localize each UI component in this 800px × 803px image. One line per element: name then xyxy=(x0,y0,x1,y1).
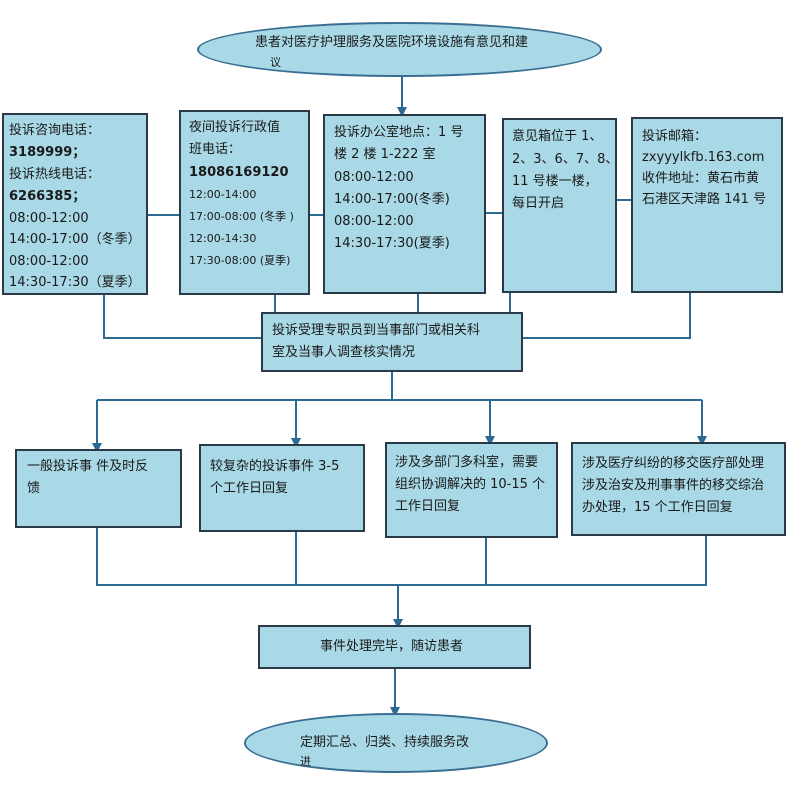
end-text-line2: 进 xyxy=(300,755,311,768)
followup-text: 事件处理完毕，随访患者 xyxy=(320,639,464,654)
postal-address: 石港区天津路 141 号 xyxy=(642,192,767,207)
night-number: 18086169120 xyxy=(189,165,289,180)
start-text-line2: 议 xyxy=(270,56,281,69)
postal-label: 收件地址：黄石市黄 xyxy=(642,171,760,186)
office-location-2: 楼 2 楼 1-222 室 xyxy=(334,147,436,162)
phone-hours-3: 08:00-12:00 xyxy=(9,254,89,269)
outcome-complex-line-1: 较复杂的投诉事件 3-5 xyxy=(210,459,340,474)
night-label-1: 夜间投诉行政值 xyxy=(189,120,281,135)
end-text-line1: 定期汇总、归类、持续服务改 xyxy=(300,735,470,750)
hotline-number: 6266385； xyxy=(9,189,86,204)
phone-hours-2: 14:00-17:00（冬季） xyxy=(9,232,141,247)
outcome-general-line-1: 一般投诉事 件及时反 xyxy=(27,459,149,474)
night-hours-4: 17:30-08:00 (夏季) xyxy=(189,254,291,267)
channel-mail-box xyxy=(631,117,783,293)
followup-box xyxy=(258,625,531,669)
start-node xyxy=(197,22,602,77)
night-hours-3: 12:00-14:30 xyxy=(189,232,257,245)
investigate-line-1: 投诉受理专职员到当事部门或相关科 xyxy=(272,323,481,338)
outcome-multi-line-1: 涉及多部门多科室，需要 xyxy=(395,455,539,470)
outcome-multi-line-3: 工作日回复 xyxy=(395,499,461,514)
investigate-line-2: 室及当事人调查核实情况 xyxy=(272,345,416,360)
phone-hours-1: 08:00-12:00 xyxy=(9,211,89,226)
channel-phone-box xyxy=(2,113,148,295)
outcome-multi-line-2: 组织协调解决的 10-15 个 xyxy=(395,477,546,492)
suggestion-line-4: 每日开启 xyxy=(512,196,565,211)
office-hours-2: 14:00-17:00(冬季) xyxy=(334,192,450,207)
office-hours-1: 08:00-12:00 xyxy=(334,170,414,185)
office-hours-4: 14:30-17:30(夏季) xyxy=(334,236,450,251)
outcome-dispute-line-2: 涉及治安及刑事事件的移交综治 xyxy=(582,478,765,493)
outcome-dispute-line-3: 办处理，15 个工作日回复 xyxy=(582,500,733,515)
outcome-general-line-2: 馈 xyxy=(27,481,41,496)
end-node xyxy=(244,713,548,773)
suggestion-line-2: 2、3、6、7、8、 xyxy=(512,152,619,167)
suggestion-line-3: 11 号楼一楼， xyxy=(512,174,598,189)
night-hours-2: 17:00-08:00 (冬季 ) xyxy=(189,210,294,223)
mail-label: 投诉邮箱： xyxy=(642,129,708,144)
channel-suggestion-box xyxy=(502,118,617,293)
office-hours-3: 08:00-12:00 xyxy=(334,214,414,229)
channel-office-box xyxy=(323,114,486,294)
night-label-2: 班电话： xyxy=(189,142,242,157)
outcome-dispute-box xyxy=(571,442,786,536)
start-text-line1: 患者对医疗护理服务及医院环境设施有意见和建 xyxy=(255,35,529,50)
phone-hours-4: 14:30-17:30（夏季） xyxy=(9,275,141,290)
outcome-multi-box xyxy=(385,442,558,538)
phone-number: 3189999； xyxy=(9,145,86,160)
investigate-box xyxy=(261,312,523,372)
outcome-complex-line-2: 个工作日回复 xyxy=(210,481,289,496)
outcome-complex-box xyxy=(199,444,365,532)
mail-address: zxyyylkfb.163.com xyxy=(642,150,765,165)
channel-night-box xyxy=(179,110,310,295)
night-hours-1: 12:00-14:00 xyxy=(189,188,257,201)
outcome-dispute-line-1: 涉及医疗纠纷的移交医疗部处理 xyxy=(582,456,765,471)
suggestion-line-1: 意见箱位于 1、 xyxy=(512,129,603,144)
outcome-general-box xyxy=(15,449,182,528)
phone-label: 投诉咨询电话： xyxy=(9,123,101,138)
office-location-1: 投诉办公室地点：1 号 xyxy=(334,125,464,140)
hotline-label: 投诉热线电话： xyxy=(9,167,101,182)
